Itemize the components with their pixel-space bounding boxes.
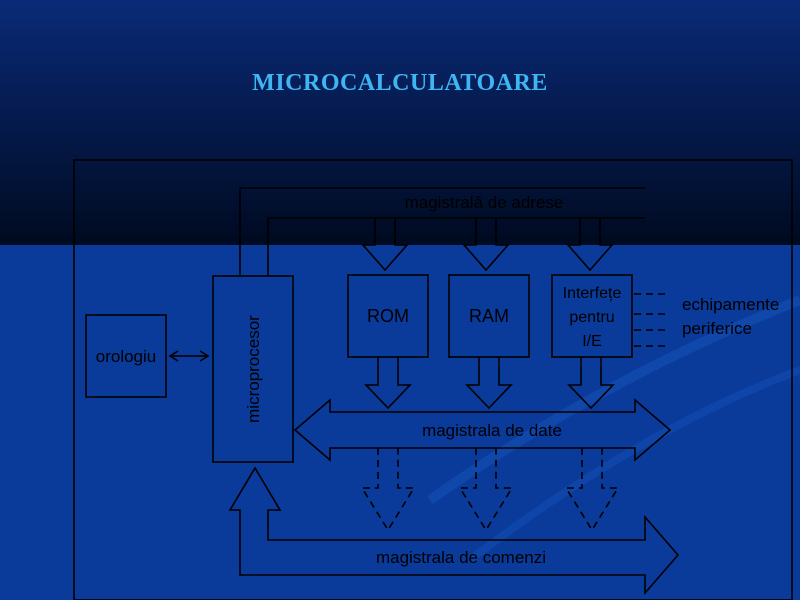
dashed-arrow-ram: [458, 448, 514, 532]
address-bus-label: magistrală de adrese: [405, 193, 564, 212]
clock-box: [85, 314, 167, 398]
io-box: [551, 274, 633, 358]
address-bus-lower-line: [267, 217, 645, 275]
clock-label: orologiu: [96, 347, 157, 366]
rom-label: ROM: [367, 306, 409, 326]
io-label-line-2: pentru: [569, 309, 614, 326]
address-arrow-ram: [462, 218, 510, 272]
dashed-arrow-rom: [360, 448, 416, 532]
diagram-frame: [73, 159, 793, 600]
slide-title: MICROCALCULATOARE: [252, 70, 548, 96]
peripherals-label-line-2: periferice: [682, 319, 752, 338]
cpu-box: [212, 275, 294, 463]
address-bus-upper-line: [239, 187, 645, 275]
ram-box: [448, 274, 530, 358]
clock-cpu-arrowhead-right: [199, 350, 210, 362]
ram-label: RAM: [469, 306, 509, 326]
dashed-arrow-io: [564, 448, 620, 532]
clock-cpu-arrowhead-left: [168, 350, 179, 362]
slide-header-background: [0, 0, 800, 245]
io-label-line-1: Interfețe: [563, 285, 622, 302]
command-bus-label: magistrala de comenzi: [376, 548, 546, 567]
data-bus-arrow: [293, 398, 672, 462]
ram-to-data-arrow: [465, 357, 513, 410]
io-label-line-3: I/E: [582, 333, 602, 350]
address-arrow-io: [566, 218, 614, 272]
cpu-label: microprocesor: [244, 315, 263, 423]
data-bus-label: magistrala de date: [422, 421, 562, 440]
io-to-data-arrow: [567, 357, 615, 410]
address-arrow-rom: [361, 218, 409, 272]
rom-box: [347, 274, 429, 358]
peripherals-label-line-1: echipamente: [682, 295, 779, 314]
decorative-swoosh: [467, 366, 800, 564]
rom-to-data-arrow: [364, 357, 412, 410]
command-bus-arrow: [228, 466, 680, 596]
